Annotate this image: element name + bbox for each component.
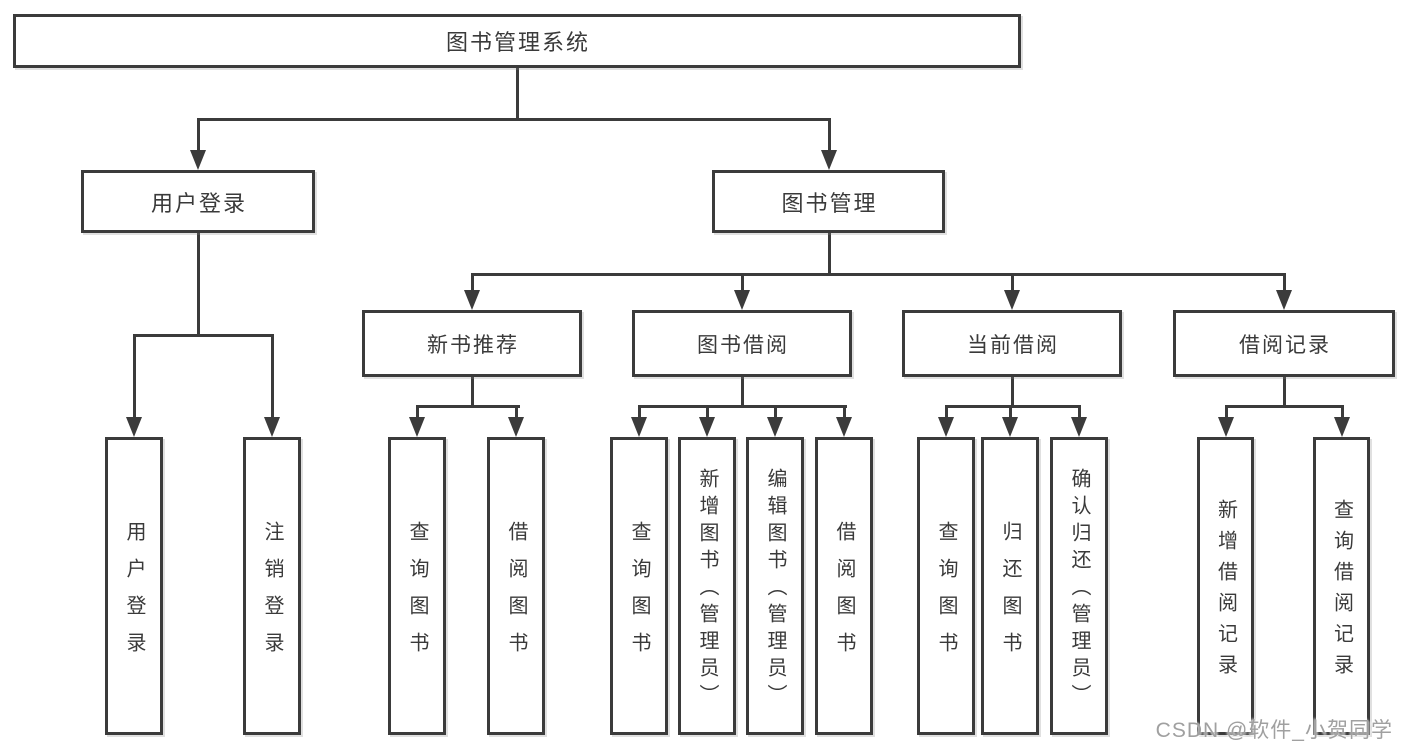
- leaf-cb-return-book-label: 归还图书: [999, 520, 1021, 669]
- connector-currentborrow-drop-3: [1077, 405, 1081, 419]
- leaf-logout-label: 注销登录: [261, 520, 283, 669]
- connector-bookmgmt-bar: [470, 273, 1286, 276]
- leaf-cb-query-book: 查询图书: [917, 437, 975, 735]
- arrowhead-icon: [821, 150, 837, 170]
- leaf-cb-confirm-return-admin: 确认归还（管理员）: [1050, 437, 1108, 735]
- node-book-management-label: 图书管理: [781, 190, 878, 216]
- node-new-book-recommend: 新书推荐: [362, 310, 582, 377]
- arrowhead-icon: [508, 417, 524, 437]
- connector-bookborrow-trunk: [740, 377, 744, 408]
- leaf-cb-return-book: 归还图书: [981, 437, 1039, 735]
- leaf-logout: 注销登录: [243, 437, 301, 735]
- leaf-bb-edit-book-admin: 编辑图书（管理员）: [746, 437, 804, 735]
- arrowhead-icon: [1218, 417, 1234, 437]
- connector-newrec-trunk: [470, 377, 474, 408]
- connector-bookborrow-drop-3: [773, 405, 777, 419]
- connector-bookborrow-drop-1: [637, 405, 641, 419]
- connector-bookborrow-bar: [637, 405, 847, 408]
- arrowhead-icon: [126, 417, 142, 437]
- leaf-bb-add-book-admin: 新增图书（管理员）: [678, 437, 736, 735]
- node-library-system-label: 图书管理系统: [445, 30, 590, 55]
- arrowhead-icon: [631, 417, 647, 437]
- node-new-book-recommend-label: 新书推荐: [427, 333, 519, 357]
- csdn-watermark: CSDN @软件_小贺同学: [1155, 719, 1393, 742]
- leaf-cb-query-book-label: 查询图书: [935, 520, 957, 669]
- node-borrow-records: 借阅记录: [1173, 310, 1395, 377]
- node-book-borrow: 图书借阅: [632, 310, 852, 377]
- connector-bookmgmt-trunk: [827, 233, 831, 276]
- connector-currentborrow-trunk: [1010, 377, 1014, 408]
- node-user-login: 用户登录: [81, 170, 315, 233]
- connector-userlogin-drop-1: [132, 334, 136, 419]
- leaf-rec-borrow-book: 借阅图书: [487, 437, 545, 735]
- leaf-user-login: 用户登录: [105, 437, 163, 735]
- connector-root-drop-right: [827, 118, 831, 152]
- connector-currentborrow-drop-1: [944, 405, 948, 419]
- leaf-rec-query-book: 查询图书: [388, 437, 446, 735]
- connector-records-trunk: [1282, 377, 1286, 408]
- arrowhead-icon: [190, 150, 206, 170]
- connector-bookmgmt-drop-1: [470, 273, 474, 292]
- node-current-borrow-label: 当前借阅: [967, 333, 1059, 357]
- connector-userlogin-bar: [132, 334, 274, 337]
- arrowhead-icon: [767, 417, 783, 437]
- arrowhead-icon: [1004, 290, 1020, 310]
- leaf-user-login-label: 用户登录: [123, 520, 145, 669]
- arrowhead-icon: [734, 290, 750, 310]
- connector-currentborrow-drop-2: [1008, 405, 1012, 419]
- leaf-rec-borrow-book-label: 借阅图书: [505, 520, 527, 669]
- node-book-management: 图书管理: [712, 170, 945, 233]
- arrowhead-icon: [264, 417, 280, 437]
- connector-bookmgmt-drop-3: [1010, 273, 1014, 292]
- connector-newrec-drop-2: [514, 405, 518, 419]
- arrowhead-icon: [1276, 290, 1292, 310]
- connector-bookborrow-drop-2: [705, 405, 709, 419]
- arrowhead-icon: [1071, 417, 1087, 437]
- connector-bookmgmt-drop-4: [1282, 273, 1286, 292]
- node-borrow-records-label: 借阅记录: [1239, 333, 1331, 357]
- connector-bookborrow-drop-4: [842, 405, 846, 419]
- node-book-borrow-label: 图书借阅: [697, 333, 789, 357]
- arrowhead-icon: [464, 290, 480, 310]
- arrowhead-icon: [938, 417, 954, 437]
- leaf-bb-borrow-book: 借阅图书: [815, 437, 873, 735]
- leaf-bb-edit-book-admin-label: 编辑图书（管理员）: [764, 468, 786, 711]
- leaf-rec-query-book-label: 查询图书: [406, 520, 428, 669]
- connector-root-drop-left: [196, 118, 200, 152]
- node-user-login-label: 用户登录: [150, 190, 247, 216]
- connector-userlogin-drop-2: [270, 334, 274, 419]
- arrowhead-icon: [699, 417, 715, 437]
- arrowhead-icon: [1002, 417, 1018, 437]
- leaf-br-add-record-label: 新增借阅记录: [1214, 498, 1237, 685]
- arrowhead-icon: [1334, 417, 1350, 437]
- connector-userlogin-trunk: [196, 233, 200, 337]
- connector-records-bar: [1224, 405, 1344, 408]
- connector-currentborrow-bar: [944, 405, 1081, 408]
- connector-bookmgmt-drop-2: [740, 273, 744, 292]
- node-current-borrow: 当前借阅: [902, 310, 1122, 377]
- leaf-br-query-record: 查询借阅记录: [1313, 437, 1370, 735]
- leaf-bb-query-book: 查询图书: [610, 437, 668, 735]
- connector-newrec-drop-1: [415, 405, 419, 419]
- connector-records-drop-1: [1224, 405, 1228, 419]
- arrowhead-icon: [836, 417, 852, 437]
- connector-root-bar: [196, 118, 831, 121]
- arrowhead-icon: [409, 417, 425, 437]
- leaf-br-query-record-label: 查询借阅记录: [1330, 498, 1353, 685]
- node-library-system: 图书管理系统: [13, 14, 1021, 68]
- connector-records-drop-2: [1340, 405, 1344, 419]
- connector-root-trunk: [515, 68, 519, 121]
- leaf-cb-confirm-return-admin-label: 确认归还（管理员）: [1068, 468, 1090, 711]
- leaf-bb-add-book-admin-label: 新增图书（管理员）: [696, 468, 718, 711]
- leaf-bb-borrow-book-label: 借阅图书: [833, 520, 855, 669]
- leaf-br-add-record: 新增借阅记录: [1197, 437, 1254, 735]
- leaf-bb-query-book-label: 查询图书: [628, 520, 650, 669]
- connector-newrec-bar: [415, 405, 520, 408]
